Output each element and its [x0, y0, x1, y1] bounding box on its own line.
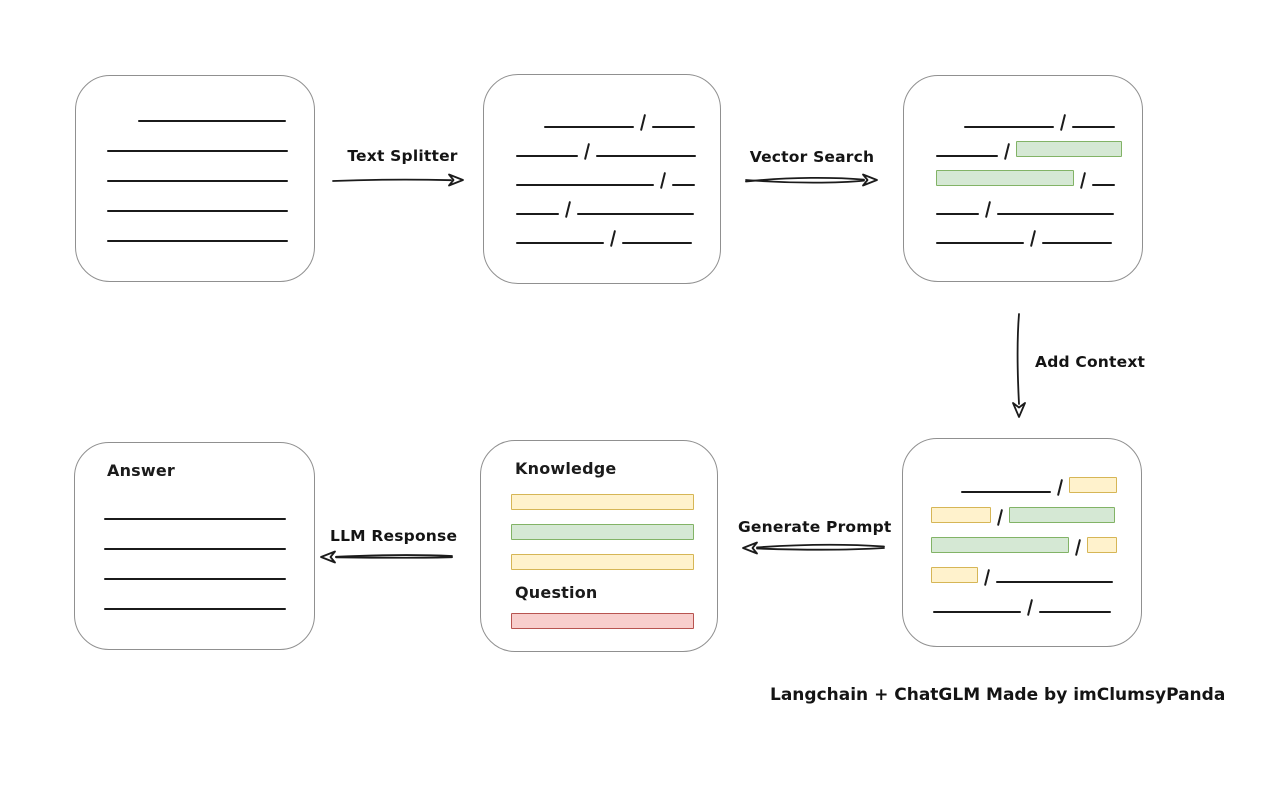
text-line	[516, 242, 604, 244]
slash-separator	[1029, 229, 1037, 248]
text-line	[1042, 242, 1113, 244]
add-context-arrow	[1012, 313, 1026, 418]
knowledge-label: Knowledge	[515, 459, 617, 478]
text-line	[107, 210, 288, 212]
context-box	[902, 438, 1142, 647]
text-line	[933, 611, 1021, 613]
text-fragment-row	[934, 128, 1136, 161]
text-line	[107, 150, 288, 152]
text-line	[138, 120, 286, 122]
text-fragment-row	[514, 99, 714, 132]
add-context-label: Add Context	[1035, 353, 1146, 371]
yellow-bar	[511, 494, 694, 510]
green-bar	[511, 524, 694, 540]
text-line	[104, 608, 286, 610]
text-line	[672, 184, 696, 186]
text-fragment-row	[931, 463, 1135, 497]
text-fragment-row	[514, 157, 714, 190]
yellow-highlight-bar	[1087, 537, 1118, 553]
yellow-highlight-bar	[1069, 477, 1118, 493]
answer-box: Answer	[74, 442, 315, 650]
text-line	[104, 578, 286, 580]
text-line	[577, 213, 695, 215]
text-line	[936, 213, 979, 215]
yellow-highlight-bar	[931, 507, 991, 523]
text-line	[961, 491, 1051, 493]
text-fragment-row	[931, 493, 1135, 527]
text-fragment-row	[514, 186, 714, 219]
generate-prompt-label: Generate Prompt	[738, 518, 892, 536]
slash-separator	[609, 229, 617, 248]
text-line	[104, 518, 286, 520]
text-line	[516, 184, 654, 186]
credit-text: Langchain + ChatGLM Made by imClumsyPand…	[770, 685, 1226, 705]
text-line	[652, 126, 696, 128]
text-line	[104, 548, 286, 550]
text-line	[936, 242, 1024, 244]
vector-search-arrow	[745, 173, 878, 187]
green-highlight-bar	[1016, 141, 1123, 157]
knowledge-bars	[511, 494, 709, 570]
text-line	[997, 213, 1115, 215]
text-line	[107, 180, 288, 182]
text-fragment-row	[934, 99, 1136, 132]
answer-lines	[103, 518, 306, 610]
search-result-box	[903, 75, 1143, 282]
text-splitter-label: Text Splitter	[347, 147, 458, 165]
text-line	[964, 126, 1054, 128]
document-lines	[106, 120, 306, 242]
answer-label: Answer	[107, 461, 176, 480]
green-highlight-bar	[931, 537, 1069, 553]
text-line	[1092, 184, 1116, 186]
text-fragment-row	[931, 553, 1135, 587]
text-fragment-row	[934, 186, 1136, 219]
llm-response-label: LLM Response	[330, 527, 458, 545]
yellow-bar	[511, 554, 694, 570]
prompt-box: Knowledge Question	[480, 440, 718, 652]
question-label: Question	[515, 583, 598, 602]
slash-separator	[1026, 598, 1034, 617]
green-highlight-bar	[936, 170, 1074, 186]
text-fragment-row	[514, 215, 714, 248]
vector-search-label: Vector Search	[749, 148, 875, 166]
text-line	[1072, 126, 1116, 128]
text-fragment-row	[514, 128, 714, 161]
text-fragment-row	[934, 157, 1136, 190]
question-bars	[511, 613, 709, 629]
text-line	[544, 126, 634, 128]
text-line	[107, 240, 288, 242]
green-highlight-bar	[1009, 507, 1116, 523]
text-line	[516, 155, 578, 157]
text-line	[996, 581, 1114, 583]
text-line	[1039, 611, 1112, 613]
text-fragment-row	[931, 583, 1135, 617]
text-splitter-arrow	[332, 173, 464, 187]
text-line	[936, 155, 998, 157]
text-line	[622, 242, 693, 244]
text-fragment-row	[934, 215, 1136, 248]
generate-prompt-arrow	[742, 541, 885, 555]
document-box	[75, 75, 315, 282]
text-fragment-row	[931, 523, 1135, 557]
text-line	[596, 155, 697, 157]
yellow-highlight-bar	[931, 567, 978, 583]
llm-response-arrow	[320, 550, 453, 564]
red-bar	[511, 613, 694, 629]
split-chunks-box	[483, 74, 721, 284]
text-line	[516, 213, 559, 215]
